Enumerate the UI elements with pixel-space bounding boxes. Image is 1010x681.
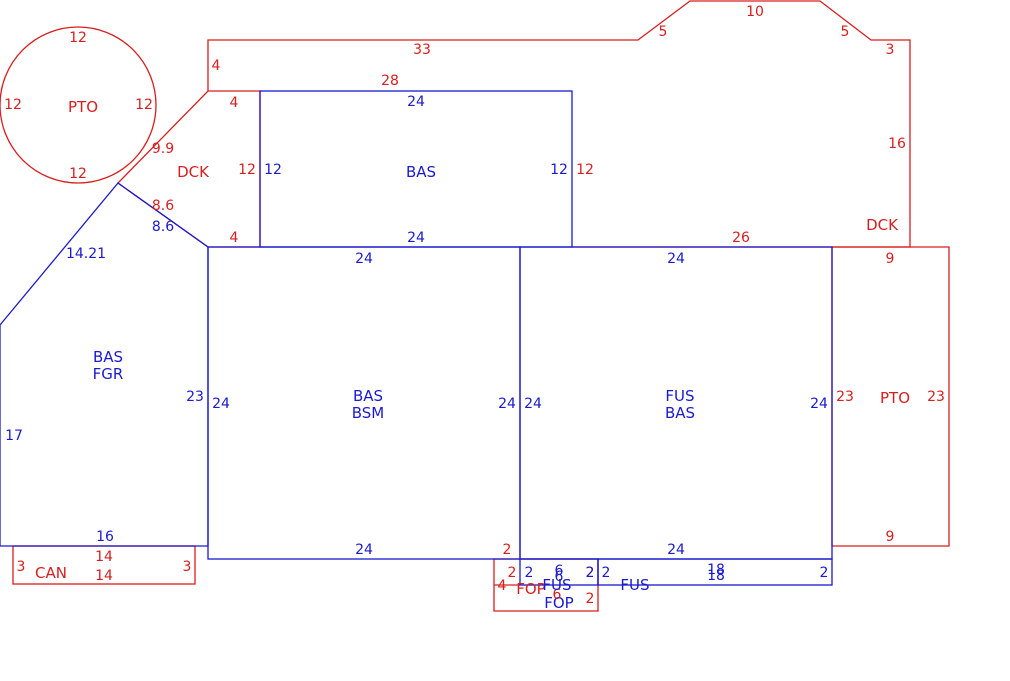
pto-right-left-dim: 23	[836, 389, 854, 405]
fus-small-right-dim: 2	[586, 565, 595, 581]
bas-fgr-bottom-dim: 16	[96, 529, 114, 545]
deck-top-code: DCK	[866, 216, 899, 234]
fus-strip-bottom-dim: 18	[707, 568, 725, 584]
deck-top-top-dim: 33	[413, 42, 431, 58]
pto-right-code: PTO	[880, 389, 910, 407]
fop-code-top: FOP	[516, 580, 545, 598]
deck-left-left-dim: 4	[212, 58, 221, 74]
bas-fgr-right-dim: 23	[186, 389, 204, 405]
fus-small-top-dim: 6	[555, 563, 564, 579]
bas-top-right-dim: 12	[550, 162, 568, 178]
deck-top-bottom-dim: 26	[732, 230, 750, 246]
bas-fgr-code-line1: BAS	[93, 348, 123, 366]
fus-bas-right-dim: 24	[810, 396, 828, 412]
bas-bsm-corner-dim: 2	[503, 542, 512, 558]
can-code: CAN	[35, 564, 67, 582]
bas-bsm-left-dim: 24	[212, 396, 230, 412]
fop-code-bottom: FOP	[544, 594, 573, 612]
bas-top-code: BAS	[406, 163, 436, 181]
fus-bas-code-line2: BAS	[665, 404, 695, 422]
fop-top-left-dim: 2	[508, 565, 517, 581]
deck-top-bevel-left-dim: 5	[659, 24, 668, 40]
fus-bas-left-dim: 24	[524, 396, 542, 412]
fus-small-left-dim: 2	[525, 565, 534, 581]
deck-left-top-dim: 4	[230, 95, 239, 111]
pto-circle-outline	[0, 26, 157, 184]
fus-strip-right-dim: 2	[820, 565, 829, 581]
deck-top-outline	[207, 0, 911, 248]
pto-right-bottom-dim: 9	[886, 529, 895, 545]
deck-top-right-inner-dim: 12	[576, 162, 594, 178]
bas-bsm-code-line2: BSM	[352, 404, 385, 422]
pto-circle-top-dim: 12	[69, 30, 87, 46]
fop-right-dim: 2	[586, 591, 595, 607]
deck-top-peak-dim: 10	[746, 4, 764, 20]
fus-strip-left-dim: 2	[602, 565, 611, 581]
fus-bas-bottom-dim: 24	[667, 542, 685, 558]
deck-left-side-dim: 12	[238, 162, 256, 178]
pto-circle-code: PTO	[68, 98, 98, 116]
fus-bas-top-dim: 24	[667, 251, 685, 267]
bas-bsm-right-dim: 24	[498, 396, 516, 412]
fop-bottom-dim: 6	[553, 587, 562, 603]
bas-fgr-left-dim: 17	[5, 428, 23, 444]
pto-circle-left-dim: 12	[4, 97, 22, 113]
deck-top-right-top-dim: 3	[886, 42, 895, 58]
pto-right-right-dim: 23	[927, 389, 945, 405]
bas-fgr-code-line2: FGR	[93, 365, 124, 383]
bas-bsm-bottom-dim: 24	[355, 542, 373, 558]
bas-bsm-top-dim: 24	[355, 251, 373, 267]
can-top-dim: 14	[95, 549, 113, 565]
deck-left-lower-diag-dim: 8.6	[152, 198, 174, 214]
pto-circle-right-dim: 12	[135, 97, 153, 113]
bas-top-top-dim: 24	[407, 94, 425, 110]
deck-left-bottom-dim: 4	[230, 230, 239, 246]
can-right-dim: 3	[183, 559, 192, 575]
fus-strip-top-dim: 18	[707, 562, 725, 578]
fus-small-code: FUS	[542, 576, 571, 594]
fus-strip-code: FUS	[620, 576, 649, 594]
fus-strip-outline	[597, 558, 833, 586]
bas-fgr-diag-dim: 14.21	[66, 246, 106, 262]
can-bottom-dim: 14	[95, 568, 113, 584]
bas-top-bottom-dim: 24	[407, 230, 425, 246]
fus-small-bottom-dim: 6	[555, 569, 564, 585]
deck-left-code: DCK	[177, 163, 210, 181]
fus-bas-code-line1: FUS	[665, 387, 694, 405]
fop-left-dim: 4	[498, 578, 507, 594]
deck-top-bevel-right-dim: 5	[841, 24, 850, 40]
bas-fgr-upper-diag-dim: 8.6	[152, 219, 174, 235]
pto-circle-bottom-dim: 12	[69, 166, 87, 182]
deck-left-diag-dim: 9.9	[152, 141, 174, 157]
pto-right-top-dim: 9	[886, 251, 895, 267]
bas-top-left-dim: 12	[264, 162, 282, 178]
deck-top-inner-top-dim: 28	[381, 73, 399, 89]
bas-bsm-code-line1: BAS	[353, 387, 383, 405]
deck-top-right-dim: 16	[888, 136, 906, 152]
can-left-dim: 3	[17, 559, 26, 575]
fop-mid-dim: 2	[586, 565, 595, 581]
